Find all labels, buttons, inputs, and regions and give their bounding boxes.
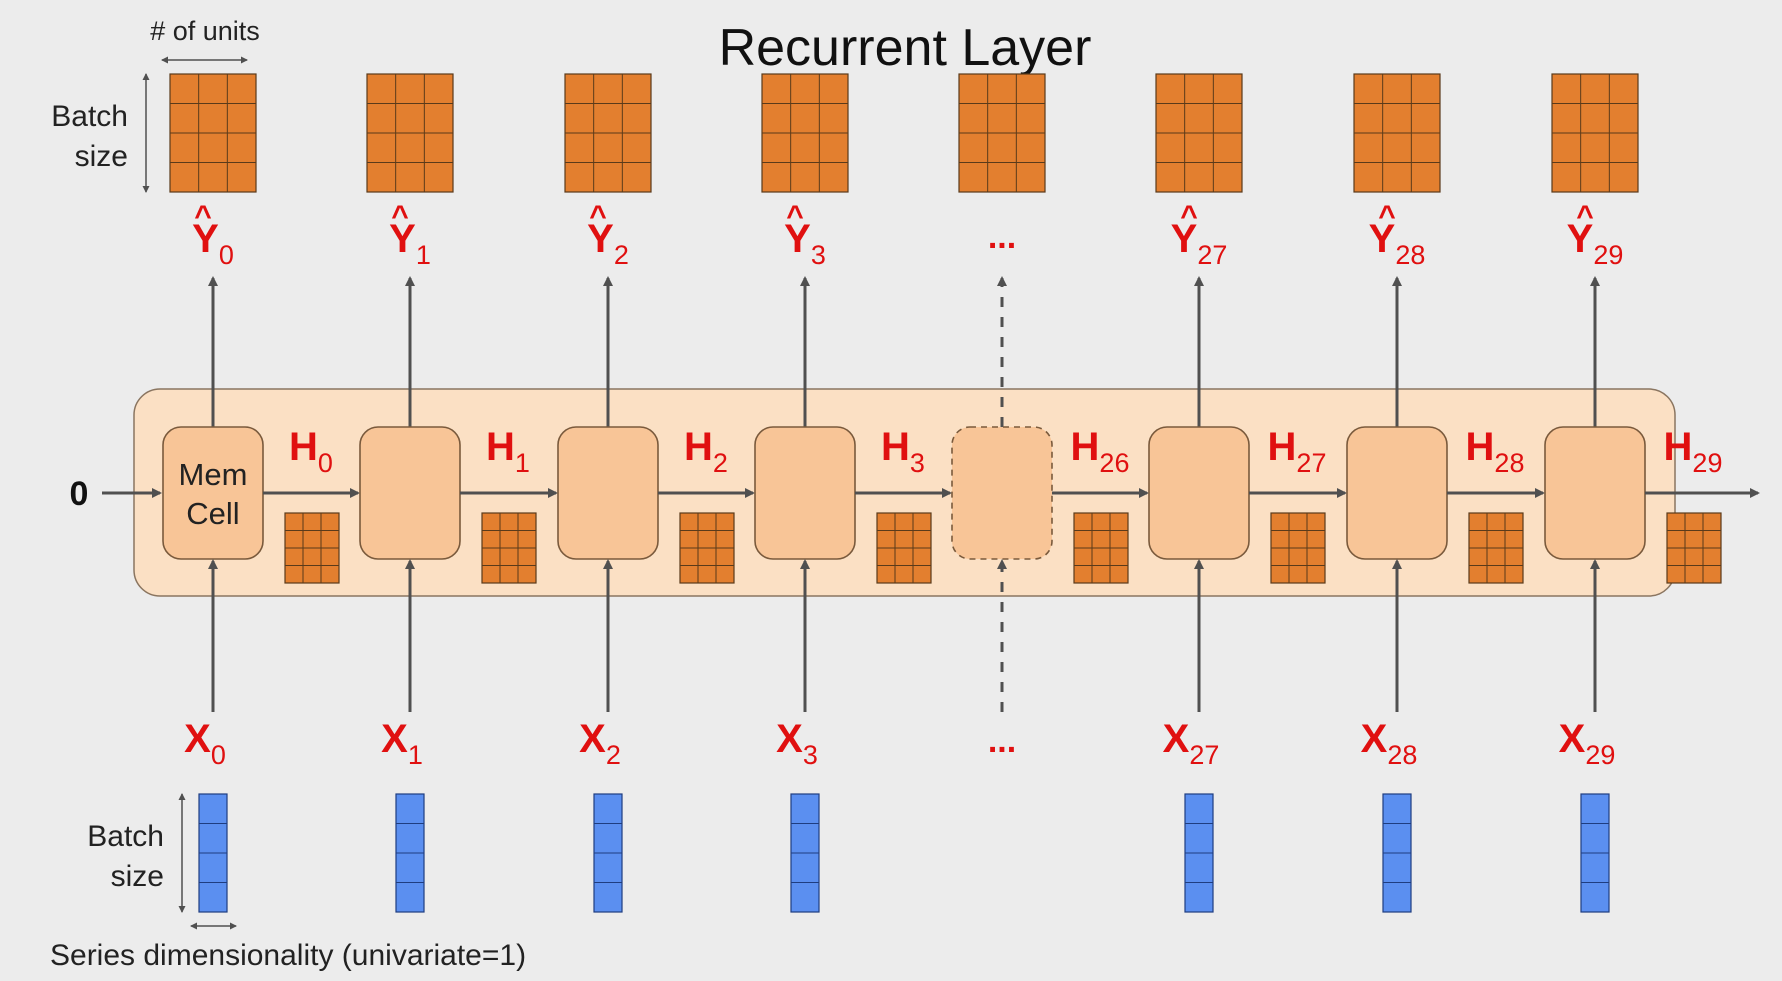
hidden-state-label-7: H29: [1664, 425, 1723, 478]
input-label-7: X29: [1559, 717, 1616, 770]
hidden-state-label-6: H28: [1466, 425, 1525, 478]
initial-state-label: 0: [70, 475, 89, 513]
output-ellipsis: ...: [988, 218, 1016, 256]
output-label-5: Y27: [1171, 217, 1228, 270]
batch-size-top-label-line1: Batch: [51, 100, 128, 133]
output-label-7-hat: ^: [1576, 200, 1594, 233]
memory-cell-6: [1346, 426, 1448, 560]
memory-cell-label-line1: Mem: [179, 457, 248, 492]
output-label-6: Y28: [1369, 217, 1426, 270]
memory-cell-4: [951, 426, 1053, 560]
output-label-3: Y3: [784, 217, 826, 270]
hidden-state-label-0: H0: [289, 425, 333, 478]
memory-cell-5: [1148, 426, 1250, 560]
batch-size-bottom-label-line2: size: [111, 860, 164, 893]
batch-size-bottom-label-line1: Batch: [87, 820, 164, 853]
memory-cell-3: [754, 426, 856, 560]
output-label-0: Y0: [192, 217, 234, 270]
input-label-2: X2: [579, 717, 621, 770]
input-label-0: X0: [184, 717, 226, 770]
series-dimensionality-label: Series dimensionality (univariate=1): [50, 939, 526, 972]
output-label-5-hat: ^: [1180, 200, 1198, 233]
hidden-state-label-2: H2: [684, 425, 728, 478]
units-annotation: # of units: [150, 16, 260, 46]
hidden-state-label-3: H3: [881, 425, 925, 478]
memory-cell-label-line2: Cell: [186, 496, 239, 531]
memory-cell-7: [1544, 426, 1646, 560]
hidden-state-label-5: H27: [1268, 425, 1327, 478]
memory-cell-1: [359, 426, 461, 560]
output-label-2-hat: ^: [589, 200, 607, 233]
input-label-5: X27: [1163, 717, 1220, 770]
output-label-3-hat: ^: [786, 200, 804, 233]
memory-cell-0: [162, 426, 264, 560]
output-label-0-hat: ^: [194, 200, 212, 233]
output-label-1: Y1: [389, 217, 431, 270]
input-label-1: X1: [381, 717, 423, 770]
batch-size-top-label-line2: size: [75, 140, 128, 173]
input-label-3: X3: [776, 717, 818, 770]
hidden-state-label-1: H1: [486, 425, 530, 478]
output-label-2: Y2: [587, 217, 629, 270]
hidden-state-label-4: H26: [1071, 425, 1130, 478]
output-label-7: Y29: [1567, 217, 1624, 270]
output-label-1-hat: ^: [391, 200, 409, 233]
output-label-6-hat: ^: [1378, 200, 1396, 233]
memory-cell-2: [557, 426, 659, 560]
input-ellipsis: ...: [988, 722, 1016, 760]
input-label-6: X28: [1361, 717, 1418, 770]
diagram-title: Recurrent Layer: [719, 19, 1092, 77]
